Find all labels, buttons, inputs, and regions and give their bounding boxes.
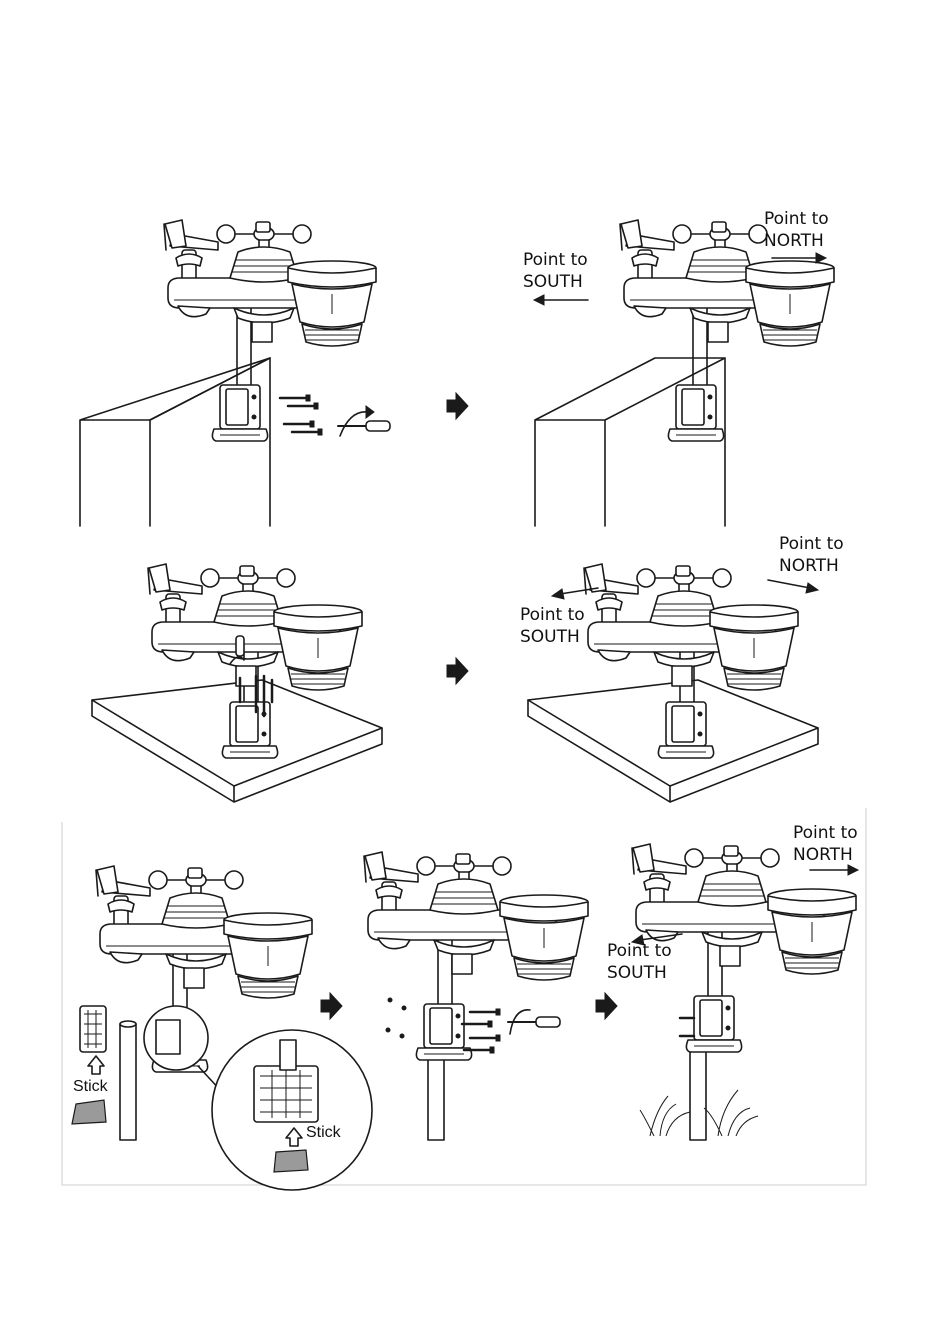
table-mount-result <box>528 564 818 802</box>
screwdriver-icon <box>508 1017 560 1027</box>
north-arrow <box>768 580 810 588</box>
table-mount-step <box>92 564 382 802</box>
south-label-1: Point to SOUTH <box>523 249 588 293</box>
next-step-arrow-icon <box>447 393 468 419</box>
rotation-arrow-icon <box>340 412 368 436</box>
wall-mount-step1 <box>80 220 390 526</box>
next-step-arrow-icon <box>321 993 342 1019</box>
south-label-2: Point to SOUTH <box>520 604 585 648</box>
north-label-2: Point to NORTH <box>779 533 844 577</box>
north-label-3: Point to NORTH <box>793 822 858 866</box>
next-step-arrow-icon <box>596 993 617 1019</box>
screw-icon <box>280 395 310 401</box>
south-label-3: Point to SOUTH <box>607 940 672 984</box>
north-label-1: Point to NORTH <box>764 208 829 252</box>
stick-label-1: Stick <box>73 1078 108 1096</box>
up-arrow-outline-icon <box>88 1056 104 1074</box>
pole-mount-result <box>632 844 858 1140</box>
next-step-arrow-icon <box>447 658 468 684</box>
stick-label-2: Stick <box>306 1124 341 1142</box>
pole-mount-step2 <box>364 852 588 1140</box>
screwdriver-icon <box>338 421 390 431</box>
